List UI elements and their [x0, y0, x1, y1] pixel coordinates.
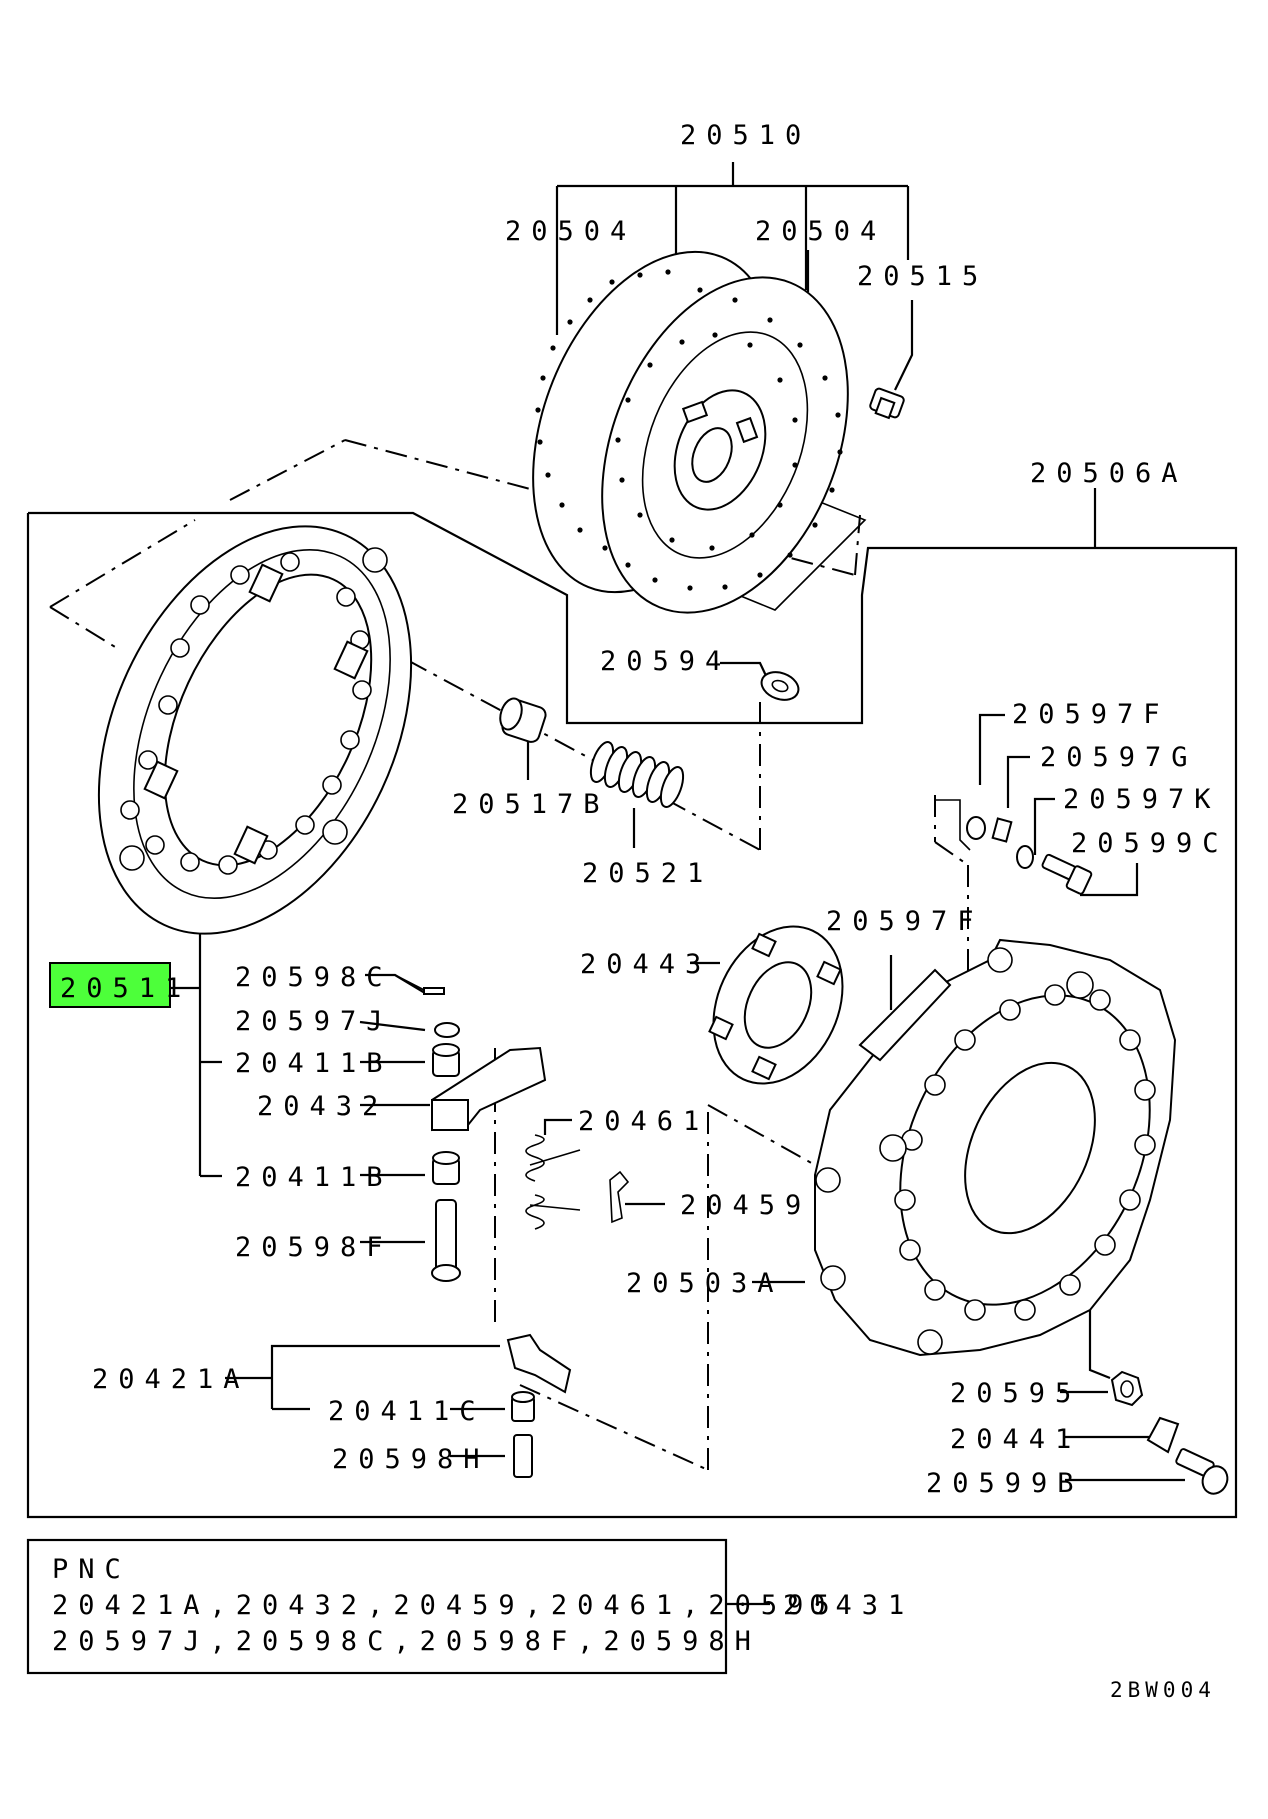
pnc-title: PNC: [52, 1554, 131, 1585]
label-20599B[interactable]: 20599B: [926, 1468, 1084, 1499]
pnc-line-1: 20421A,20432,20459,20461,20595: [52, 1590, 840, 1621]
label-20599C[interactable]: 20599C: [1071, 828, 1229, 859]
disc-facing-rivets: [535, 269, 843, 591]
clutch-cover-drawing: [814, 938, 1177, 1357]
label-20510[interactable]: 20510: [680, 120, 811, 151]
label-20597K[interactable]: 20597K: [1063, 784, 1221, 815]
label-20432[interactable]: 20432: [257, 1091, 388, 1122]
highlighted-part-20511[interactable]: 20511: [49, 962, 191, 1008]
label-20515[interactable]: 20515: [857, 261, 988, 292]
label-20598F[interactable]: 20598F: [235, 1232, 393, 1263]
clutch-disc-drawing: [532, 250, 867, 614]
label-20598C[interactable]: 20598C: [235, 962, 393, 993]
pnc-reference-20431[interactable]: 20431: [783, 1590, 914, 1621]
label-20411B-bottom[interactable]: 20411B: [235, 1162, 393, 1193]
label-20504-right[interactable]: 20504: [755, 216, 886, 247]
label-20597F-mid[interactable]: 20597F: [826, 906, 984, 937]
label-20506A[interactable]: 20506A: [1030, 458, 1188, 489]
spring-20521-drawing: [589, 741, 685, 808]
label-20594[interactable]: 20594: [600, 646, 731, 677]
label-20459[interactable]: 20459: [680, 1190, 811, 1221]
label-20441[interactable]: 20441: [950, 1424, 1081, 1455]
label-20597F-top[interactable]: 20597F: [1012, 699, 1170, 730]
label-20511[interactable]: 20511: [60, 973, 191, 1004]
leader-lines: [170, 162, 1185, 1482]
label-20597J[interactable]: 20597J: [235, 1006, 393, 1037]
assembly-frame: [26, 511, 1238, 1519]
label-20597G[interactable]: 20597G: [1040, 742, 1198, 773]
release-bearing-20443-drawing: [708, 925, 844, 1085]
label-20517B[interactable]: 20517B: [452, 789, 610, 820]
label-20461[interactable]: 20461: [578, 1106, 709, 1137]
part-labels: 20510 20504 20504 20515 20506A 20594 205…: [49, 120, 1229, 1499]
small-hardware-drawing: [884, 799, 1093, 1040]
label-20503A[interactable]: 20503A: [626, 1268, 784, 1299]
label-20595[interactable]: 20595: [950, 1378, 1081, 1409]
pressure-plate-ring-drawing: [97, 525, 413, 935]
bushing-20517B-drawing: [499, 697, 547, 743]
pnc-line-2: 20597J,20598C,20598F,20598H: [52, 1626, 761, 1657]
label-20411B-top[interactable]: 20411B: [235, 1048, 393, 1079]
bolt-20515-drawing: [869, 387, 905, 420]
label-20443[interactable]: 20443: [580, 949, 711, 980]
pnc-box-text: PNC 20421A,20432,20459,20461,20595 20597…: [52, 1554, 914, 1657]
label-20521[interactable]: 20521: [582, 858, 713, 889]
pnc-box: [26, 1538, 770, 1675]
label-20598H[interactable]: 20598H: [332, 1444, 490, 1475]
washer-20594-drawing: [760, 671, 800, 701]
diagram-code: 2BW004: [1110, 1678, 1216, 1702]
label-20504-left[interactable]: 20504: [505, 216, 636, 247]
label-20421A[interactable]: 20421A: [92, 1364, 250, 1395]
lever-assembly-drawing: [394, 974, 630, 1478]
bottom-hardware-drawing: [1110, 1370, 1229, 1495]
label-20411C[interactable]: 20411C: [328, 1396, 486, 1427]
